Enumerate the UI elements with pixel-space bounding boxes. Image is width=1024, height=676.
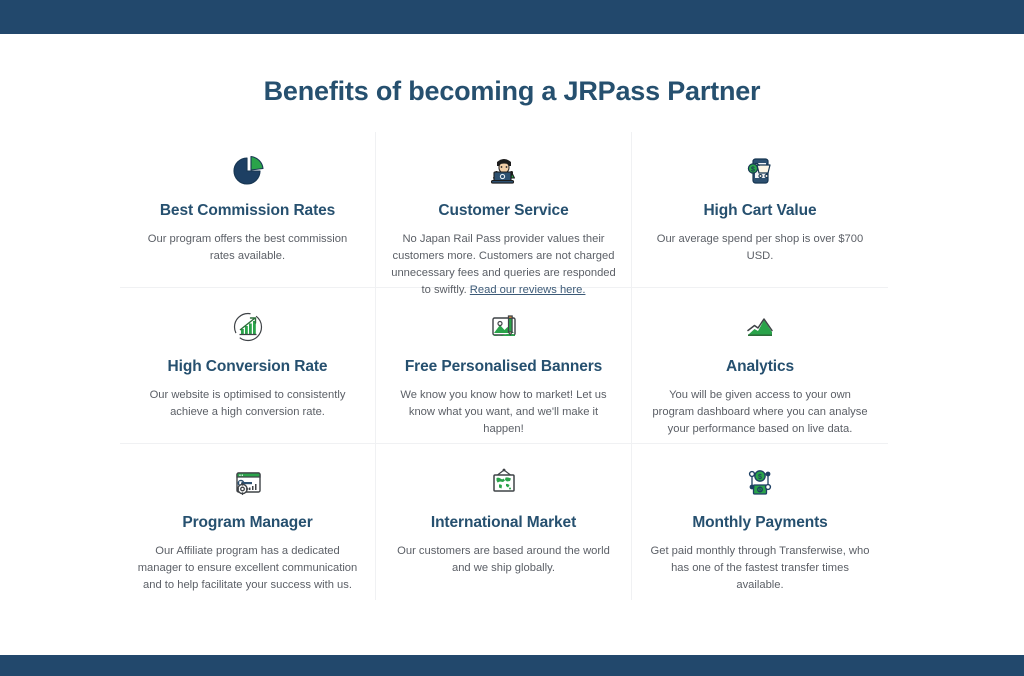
customer-service-agent-icon <box>390 148 617 194</box>
benefit-card-description: You will be given access to your own pro… <box>652 389 868 436</box>
image-banner-pencil-icon <box>390 304 617 350</box>
svg-text:$: $ <box>751 167 755 174</box>
bar-chart-growth-icon <box>134 304 361 350</box>
benefit-card-international-market: International Market Our customers are b… <box>376 444 632 600</box>
benefit-card-title: International Market <box>430 514 577 531</box>
read-our-reviews-link[interactable]: Read our reviews here. <box>469 284 586 297</box>
mobile-shopping-cart-icon: $ <box>646 148 874 194</box>
page-title: Benefits of becoming a JRPass Partner <box>263 76 761 106</box>
benefit-card-description: Our program offers the best commission r… <box>147 233 348 263</box>
svg-text:$: $ <box>758 474 762 481</box>
benefit-card-customer-service: Customer Service No Japan Rail Pass prov… <box>376 132 632 296</box>
benefit-card-high-conversion-rate: High Conversion Rate Our website is opti… <box>120 288 376 444</box>
benefit-card-description: Our average spend per shop is over $700 … <box>656 233 864 263</box>
benefit-card-title: Best Commission Rates <box>159 202 336 219</box>
benefit-card-description: No Japan Rail Pass provider values their… <box>391 231 616 299</box>
benefit-card-title: High Cart Value <box>703 202 817 219</box>
benefit-description-text: No Japan Rail Pass provider values their… <box>391 233 616 297</box>
svg-text:$: $ <box>758 488 761 494</box>
money-transfer-network-icon: $ $ <box>646 460 874 506</box>
benefit-card-best-commission-rates: Best Commission Rates Our program offers… <box>120 132 376 288</box>
benefits-grid: Best Commission Rates Our program offers… <box>120 132 888 600</box>
benefit-card-description: Our Affiliate program has a dedicated ma… <box>137 545 358 592</box>
site-footer-bar <box>0 655 1024 676</box>
benefit-card-analytics: Analytics You will be given access to yo… <box>632 288 888 444</box>
benefit-card-high-cart-value: $ High Cart Value Our average spend per … <box>632 132 888 288</box>
benefit-card-description: Our customers are based around the world… <box>397 545 610 575</box>
benefit-card-title: Program Manager <box>182 514 313 531</box>
benefit-card-title: Customer Service <box>438 202 569 219</box>
benefit-card-monthly-payments: $ $ Monthly Payments Get paid monthly th… <box>632 444 888 600</box>
benefit-card-title: High Conversion Rate <box>167 358 328 375</box>
benefit-card-title: Monthly Payments <box>692 514 828 531</box>
pie-chart-icon <box>134 148 361 194</box>
framed-world-map-icon <box>390 460 617 506</box>
benefit-card-title: Free Personalised Banners <box>404 358 603 375</box>
area-chart-icon <box>646 304 874 350</box>
site-header-bar <box>0 0 1024 34</box>
benefit-card-title: Analytics <box>725 358 795 375</box>
browser-wrench-gear-icon <box>134 460 361 506</box>
benefit-card-description: Get paid monthly through Transferwise, w… <box>650 545 870 592</box>
benefit-card-description: Our website is optimised to consistently… <box>149 389 346 419</box>
benefit-card-description: We know you know how to market! Let us k… <box>400 389 607 436</box>
benefit-card-program-manager: Program Manager Our Affiliate program ha… <box>120 444 376 600</box>
benefit-card-free-personalised-banners: Free Personalised Banners We know you kn… <box>376 288 632 444</box>
